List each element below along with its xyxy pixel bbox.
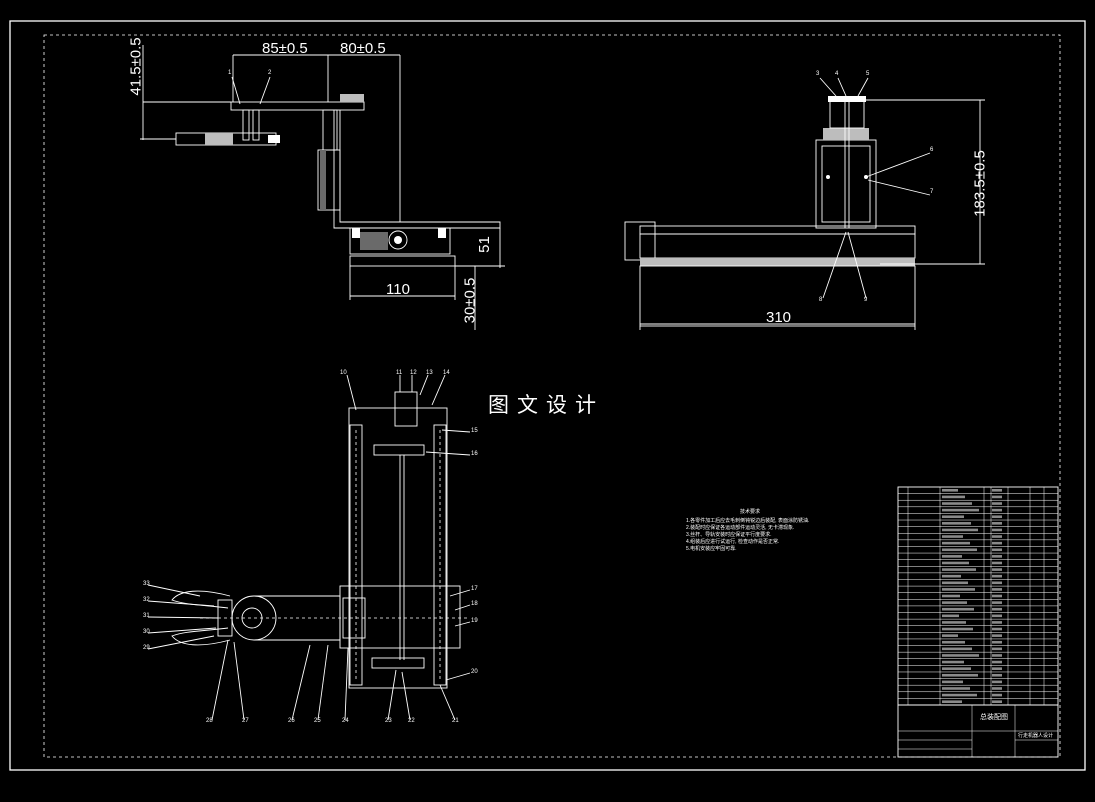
parts-list-entry <box>992 660 1002 664</box>
outer-frame <box>9 20 1086 771</box>
parts-list-entry <box>992 548 1002 552</box>
parts-list-entry <box>942 522 971 525</box>
parts-list-entry <box>992 568 1002 571</box>
parts-list-entry <box>942 660 964 664</box>
parts-list-entry <box>942 667 971 670</box>
parts-list-entry <box>992 667 1002 670</box>
parts-list-entry <box>992 535 1002 538</box>
parts-list-entry <box>942 693 977 697</box>
parts-list-entry <box>942 541 970 545</box>
parts-list <box>897 486 1059 706</box>
parts-list-entry <box>942 508 979 512</box>
parts-list-entry <box>992 574 1002 578</box>
parts-list-entry <box>942 621 966 624</box>
parts-list-entry <box>992 561 1002 565</box>
parts-list-entry <box>942 574 961 578</box>
parts-list-entry <box>942 561 969 565</box>
parts-list-entry <box>942 489 958 492</box>
parts-list-entry <box>992 621 1002 624</box>
parts-list-entry <box>992 581 1002 585</box>
parts-list-entry <box>942 607 974 611</box>
parts-list-entry <box>992 594 1002 598</box>
parts-list-entry <box>942 614 959 618</box>
parts-list-entry <box>942 548 977 552</box>
parts-list-entry <box>992 495 1002 499</box>
parts-list-entry <box>942 555 962 558</box>
side-view <box>624 77 985 330</box>
parts-list-entry <box>992 640 1002 644</box>
parts-list-entry <box>942 647 972 651</box>
parts-list-entry <box>992 607 1002 611</box>
parts-list-entry <box>992 647 1002 651</box>
parts-list-entry <box>992 614 1002 618</box>
parts-list-entry <box>942 634 958 637</box>
top-view <box>147 374 471 721</box>
parts-list-entry <box>942 654 979 657</box>
parts-list-entry <box>992 634 1002 637</box>
parts-list-entry <box>942 535 963 538</box>
parts-list-entry <box>942 588 975 591</box>
parts-list-entry <box>992 541 1002 545</box>
parts-list-entry <box>992 489 1002 492</box>
parts-list-entry <box>992 588 1002 591</box>
parts-list-entry <box>942 502 972 505</box>
parts-list-frame <box>897 486 1059 706</box>
parts-list-entry <box>942 673 978 677</box>
parts-list-entry <box>942 687 970 690</box>
parts-list-entry <box>992 700 1002 703</box>
front-view <box>140 45 505 330</box>
parts-list-entry <box>992 522 1002 525</box>
parts-list-entry <box>992 515 1002 519</box>
parts-list-entry <box>992 528 1002 532</box>
parts-list-entry <box>992 654 1002 657</box>
parts-list-entry <box>992 693 1002 697</box>
parts-list-entry <box>942 700 962 703</box>
parts-list-entry <box>942 594 960 598</box>
parts-list-entry <box>942 627 973 631</box>
parts-list-entry <box>992 673 1002 677</box>
parts-list-entry <box>992 687 1002 690</box>
parts-list-entry <box>992 502 1002 505</box>
parts-list-entry <box>942 515 964 519</box>
parts-list-entry <box>992 680 1002 684</box>
parts-list-entry <box>992 508 1002 512</box>
parts-list-entry <box>992 555 1002 558</box>
parts-list-entry <box>942 680 963 684</box>
parts-list-entry <box>942 581 968 585</box>
parts-list-entry <box>942 568 976 571</box>
parts-list-entry <box>992 601 1002 604</box>
parts-list-entry <box>942 528 978 532</box>
parts-list-entry <box>992 627 1002 631</box>
parts-list-entry <box>942 640 965 644</box>
parts-list-entry <box>942 601 967 604</box>
title-block <box>897 704 1059 758</box>
inner-frame <box>43 34 1061 758</box>
parts-list-entry <box>942 495 965 499</box>
